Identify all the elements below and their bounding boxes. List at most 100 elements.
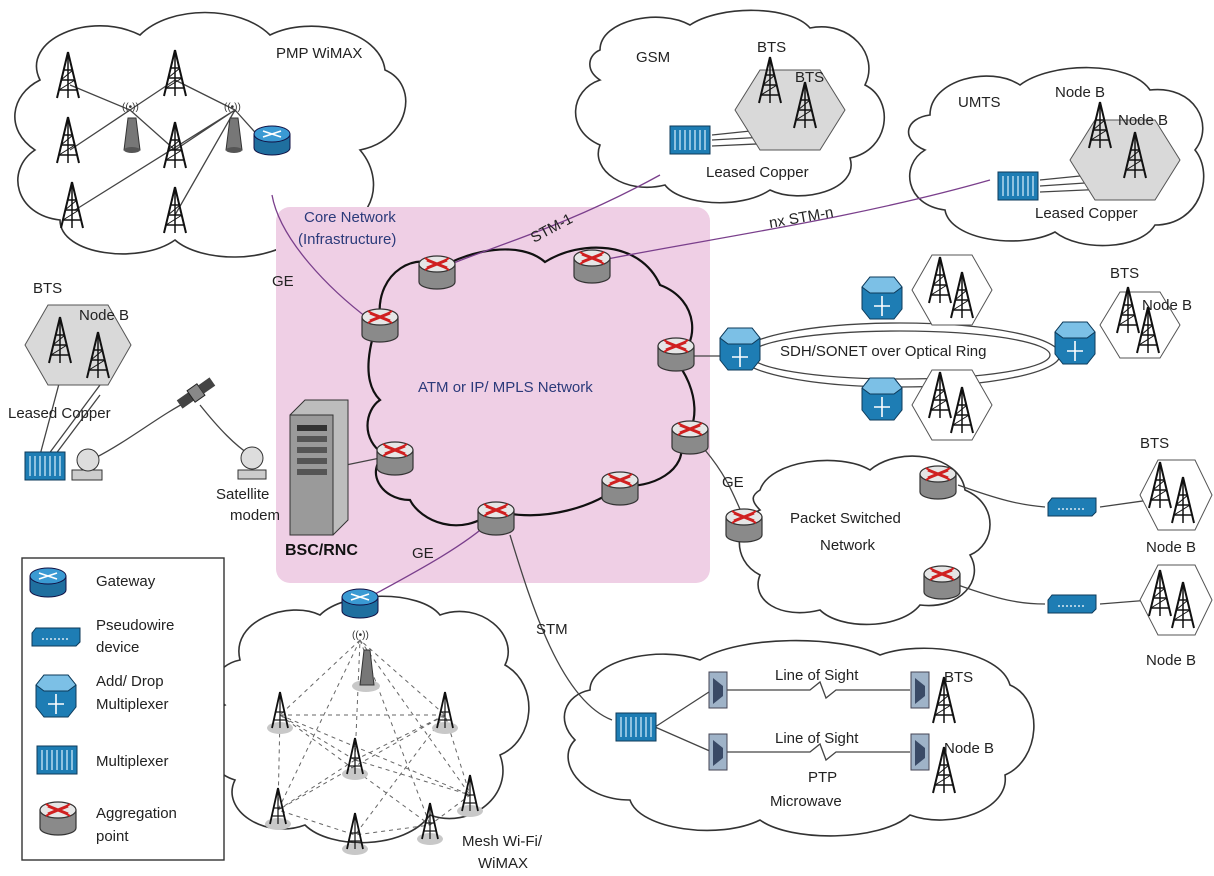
- line-of-sight-2-label: Line of Sight: [775, 730, 859, 747]
- psn-link-top: [957, 484, 1046, 508]
- sdh-ring-label: SDH/SONET over Optical Ring: [780, 343, 986, 360]
- mw-mux-icon: [615, 712, 657, 742]
- ge-psn-label: GE: [722, 474, 744, 491]
- legend-adm-label: Add/ Drop: [96, 673, 164, 690]
- legend-aggregation-label: Aggregation: [96, 805, 177, 822]
- adm-right-icon: [1054, 321, 1096, 365]
- pmp-base-station-icon: ((•)) ((•)): [122, 102, 243, 153]
- legend-gateway-icon: [29, 567, 67, 598]
- line-of-sight-1-label: Line of Sight: [775, 667, 859, 684]
- atm-network-label: ATM or IP/ MPLS Network: [418, 379, 593, 396]
- left-leased-copper-label: Leased Copper: [8, 405, 111, 422]
- mw-node-b-label: Node B: [944, 740, 994, 757]
- los-link-1: [725, 680, 910, 700]
- left-bts-label: BTS: [33, 280, 62, 297]
- umts-node-b-b-label: Node B: [1118, 112, 1168, 129]
- mw-bts-label: BTS: [944, 669, 973, 686]
- mesh-sublabel: WiMAX: [478, 855, 528, 872]
- los-link-2: [725, 742, 910, 762]
- ge-pmp-label: GE: [272, 273, 294, 290]
- pw-link-top: [1099, 499, 1151, 508]
- gsm-bts-a-label: BTS: [757, 39, 786, 56]
- gsm-bts-b-label: BTS: [795, 69, 824, 86]
- nx-stm-n-label: nx STM-n: [768, 204, 835, 232]
- ring-right-hexagon: [1099, 291, 1181, 359]
- legend-pseudowire-sublabel: device: [96, 639, 139, 656]
- mw-dish-left-2-icon: [708, 733, 728, 771]
- adm-bottom-icon: [861, 377, 903, 421]
- core-network-label: Core Network: [304, 209, 396, 226]
- mw-mux-link-a: [654, 689, 713, 728]
- pmp-links: [69, 79, 263, 216]
- svg-text:((•)): ((•)): [122, 102, 139, 113]
- legend-adm-icon: [35, 674, 77, 718]
- stm-link: [509, 534, 613, 721]
- bsc-rnc-label: BSC/RNC: [285, 542, 358, 559]
- left-cell-hexagon: [24, 304, 132, 386]
- legend-pseudowire-label: Pseudowire: [96, 617, 174, 634]
- psn-router-bottom-icon: [922, 564, 962, 601]
- ge-link-pmp: [271, 194, 371, 321]
- legend-aggregation-sublabel: point: [96, 828, 129, 845]
- left-copper-lines: [39, 379, 101, 456]
- gsm-mux-icon: [669, 125, 711, 155]
- svg-text:((•)): ((•)): [224, 102, 241, 113]
- adm-top-icon: [861, 276, 903, 320]
- mw-mux-link-b: [654, 726, 713, 753]
- legend-router-icon: [38, 800, 78, 837]
- mw-dish-right-1-icon: [910, 671, 930, 709]
- satellite-modem-label: Satellite: [216, 486, 269, 503]
- legend-mux-icon: [36, 745, 78, 775]
- bsc-link: [345, 457, 381, 466]
- psn-pseudowire-top-icon: [1047, 497, 1097, 517]
- satellite-modem-icon: [237, 446, 267, 480]
- ring-node-b-label: Node B: [1142, 297, 1192, 314]
- legend-gateway-label: Gateway: [96, 573, 156, 590]
- ge-mesh-label: GE: [412, 545, 434, 562]
- pmp-wimax-cloud: [14, 11, 407, 258]
- gsm-leased-copper-label: Leased Copper: [706, 164, 809, 181]
- core-network-sublabel: (Infrastructure): [298, 231, 396, 248]
- ring-top-hexagon: [911, 254, 993, 326]
- ptp-sublabel: Microwave: [770, 793, 842, 810]
- psn-top-hexagon: [1139, 459, 1213, 531]
- umts-cloud: [907, 66, 1205, 247]
- legend-mux-label: Multiplexer: [96, 753, 169, 770]
- pmp-gateway-icon: [253, 125, 291, 156]
- satellite-modem-sublabel: modem: [230, 507, 280, 524]
- psn-node-b-b-label: Node B: [1146, 652, 1196, 669]
- left-satellite-modem-icon: [71, 448, 103, 481]
- packet-switched-sublabel: Network: [820, 537, 876, 554]
- legend-adm-sublabel: Multiplexer: [96, 696, 169, 713]
- psn-bottom-hexagon: [1139, 564, 1213, 636]
- gsm-label: GSM: [636, 49, 670, 66]
- ring-bottom-hexagon: [911, 369, 993, 441]
- satellite-icon: [176, 377, 216, 409]
- umts-label: UMTS: [958, 94, 1001, 111]
- psn-router-left-icon: [724, 507, 764, 544]
- svg-text:((•)): ((•)): [352, 630, 369, 641]
- psn-pseudowire-bottom-icon: [1047, 594, 1097, 614]
- psn-bts-label: BTS: [1140, 435, 1169, 452]
- mesh-base-station-icon: ((•)): [352, 630, 380, 692]
- umts-leased-copper-label: Leased Copper: [1035, 205, 1138, 222]
- left-node-b-label: Node B: [79, 307, 129, 324]
- ptp-label: PTP: [808, 769, 837, 786]
- stm-label: STM: [536, 621, 568, 638]
- psn-node-b-a-label: Node B: [1146, 539, 1196, 556]
- pmp-wimax-label: PMP WiMAX: [276, 45, 362, 62]
- psn-router-top-icon: [918, 464, 958, 501]
- umts-node-b-a-label: Node B: [1055, 84, 1105, 101]
- psn-link-bottom: [957, 584, 1046, 605]
- gsm-cloud: [574, 9, 886, 204]
- mesh-gateway-icon: [341, 588, 379, 619]
- packet-switched-label: Packet Switched: [790, 510, 901, 527]
- umts-mux-icon: [997, 171, 1039, 201]
- mw-dish-left-1-icon: [708, 671, 728, 709]
- adm-left-icon: [719, 327, 761, 371]
- mw-dish-right-2-icon: [910, 733, 930, 771]
- ring-bts-label: BTS: [1110, 265, 1139, 282]
- sat-link-b: [199, 404, 251, 456]
- mesh-label: Mesh Wi-Fi/: [462, 833, 543, 850]
